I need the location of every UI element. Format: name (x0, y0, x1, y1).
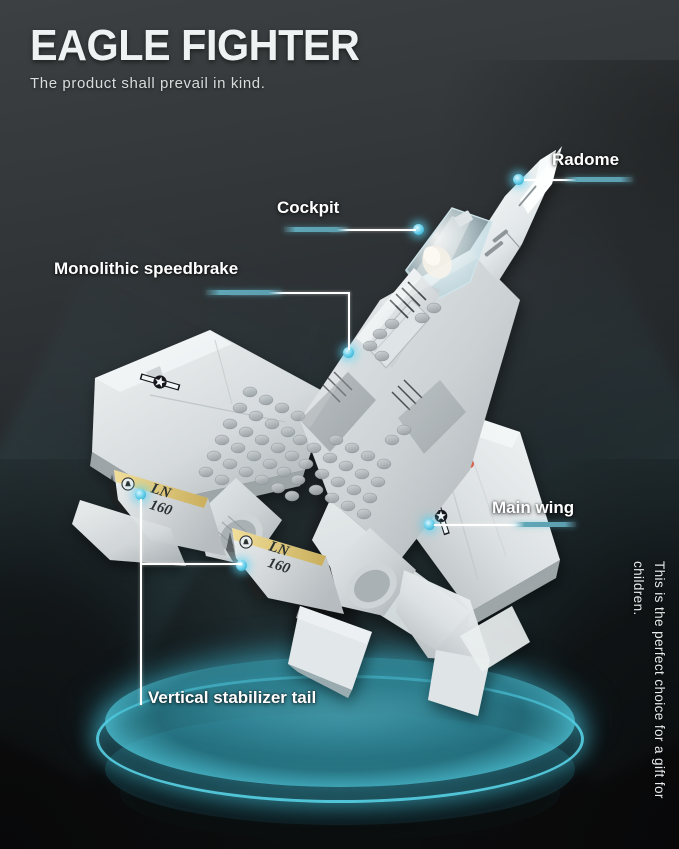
callout-line-tail-left-vertical (140, 499, 142, 563)
usaf-insignia-left (139, 373, 181, 391)
callout-dot-radome (513, 174, 524, 185)
callout-accent-radome (565, 177, 633, 182)
callout-label-speedbrake: Monolithic speedbrake (54, 259, 239, 278)
callout-dot-tail-right (236, 560, 247, 571)
svg-text:LN: LN (148, 480, 174, 502)
squadron-badge-right (239, 535, 253, 549)
page-subtitle: The product shall prevail in kind. (30, 75, 266, 92)
callout-label-vertical-stabilizer-tail: Vertical stabilizer tail (148, 688, 317, 707)
callout-line-tail-drop (140, 563, 142, 705)
vent-slats-right (391, 379, 423, 411)
tail-code-left: LN 160 (148, 480, 175, 519)
vertical-tail-left: LN 160 (108, 470, 226, 556)
usaf-insignia-right (432, 496, 450, 536)
header: EAGLE FIGHTER The product shall prevail … (30, 21, 380, 93)
callout-label-main-wing: Main wing (492, 498, 575, 517)
side-note: This is the perfect choice for a gift fo… (631, 561, 667, 799)
callout-line-speedbrake-horizontal (230, 292, 350, 294)
callout-accent-speedbrake (206, 290, 282, 295)
svg-text:160: 160 (148, 497, 175, 519)
callout-line-main-wing (434, 524, 522, 526)
vent-slats-upper (389, 281, 427, 319)
vignette-top-right (439, 60, 679, 360)
callout-accent-cockpit (284, 227, 348, 232)
callout-label-cockpit: Cockpit (277, 198, 340, 217)
callout-accent-main-wing (514, 522, 576, 527)
squadron-badge-left (121, 477, 135, 491)
vent-slats-mid (321, 371, 353, 403)
callout-line-tail-bracket (140, 563, 242, 565)
callout-line-cockpit (330, 229, 416, 231)
callout-label-radome: Radome (552, 150, 620, 169)
display-podium (0, 549, 679, 849)
page-title: EAGLE FIGHTER (30, 21, 360, 70)
brick-studs (198, 302, 442, 520)
cockpit-canopy (405, 207, 493, 304)
callout-line-speedbrake-vertical (348, 292, 350, 350)
